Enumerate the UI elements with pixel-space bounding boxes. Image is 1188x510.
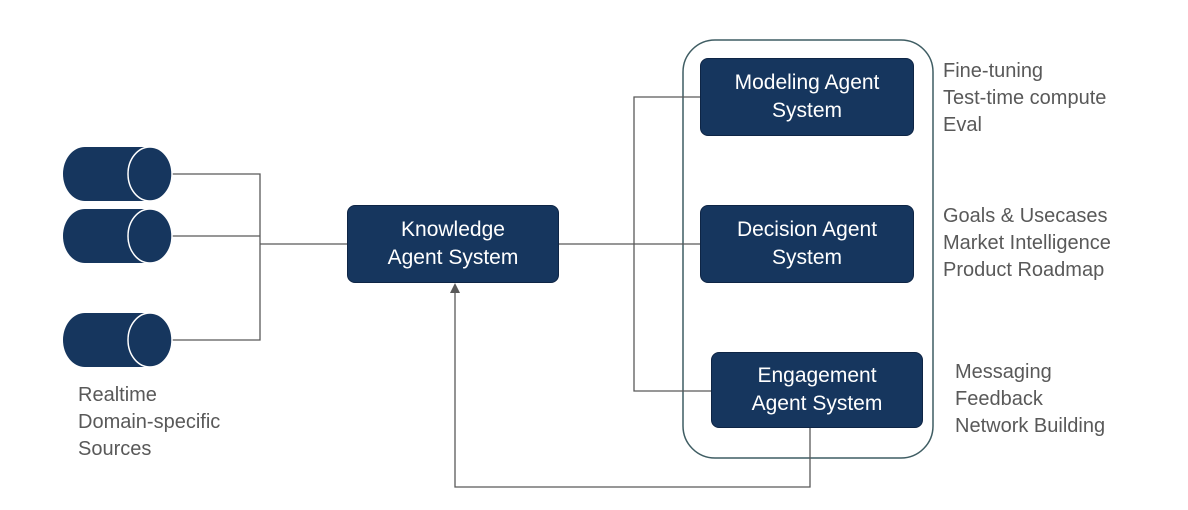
engagement-line-1: Engagement bbox=[757, 364, 877, 387]
note-item: Market Intelligence bbox=[943, 232, 1111, 254]
agent-group-container bbox=[682, 39, 934, 459]
source-connectors bbox=[172, 173, 348, 341]
note-item: Network Building bbox=[955, 415, 1106, 437]
connector-source-3 bbox=[172, 244, 261, 341]
note-item: Messaging bbox=[955, 361, 1052, 383]
engagement-notes: Messaging Feedback Network Building bbox=[955, 359, 1105, 440]
database-cylinder-icon bbox=[63, 208, 173, 264]
knowledge-agent-system-box: Knowledge Agent System bbox=[347, 205, 559, 283]
sources-caption: Realtime Domain-specific Sources bbox=[78, 382, 220, 463]
engagement-agent-system-box: Engagement Agent System bbox=[711, 352, 923, 428]
note-item: Test-time compute bbox=[943, 87, 1107, 109]
engagement-line-2: Agent System bbox=[751, 392, 883, 415]
caption-line: Domain-specific bbox=[78, 411, 221, 433]
caption-line: Sources bbox=[78, 438, 152, 460]
database-cylinders bbox=[63, 146, 173, 368]
decision-agent-system-box: Decision Agent System bbox=[700, 205, 914, 283]
modeling-agent-system-box: Modeling Agent System bbox=[700, 58, 914, 136]
connector-to-engagement bbox=[633, 244, 712, 392]
note-item: Eval bbox=[943, 114, 982, 136]
caption-line: Realtime bbox=[78, 384, 157, 406]
note-item: Fine-tuning bbox=[943, 60, 1044, 82]
feedback-arrow bbox=[450, 283, 811, 488]
database-cylinder-icon bbox=[63, 146, 173, 202]
decision-notes: Goals & Usecases Market Intelligence Pro… bbox=[943, 203, 1111, 284]
note-item: Product Roadmap bbox=[943, 259, 1105, 281]
connector-source-1 bbox=[172, 173, 261, 244]
connector-to-modeling bbox=[633, 96, 700, 244]
decision-line-1: Decision Agent bbox=[736, 218, 878, 241]
decision-line-2: System bbox=[771, 246, 842, 269]
modeling-line-2: System bbox=[771, 99, 842, 122]
note-item: Feedback bbox=[955, 388, 1043, 410]
knowledge-line-2: Agent System bbox=[387, 246, 519, 269]
note-item: Goals & Usecases bbox=[943, 205, 1108, 227]
modeling-notes: Fine-tuning Test-time compute Eval bbox=[943, 58, 1106, 139]
agent-connectors bbox=[558, 96, 712, 392]
database-cylinder-icon bbox=[63, 312, 173, 368]
modeling-line-1: Modeling Agent bbox=[734, 71, 880, 94]
knowledge-line-1: Knowledge bbox=[401, 218, 505, 241]
